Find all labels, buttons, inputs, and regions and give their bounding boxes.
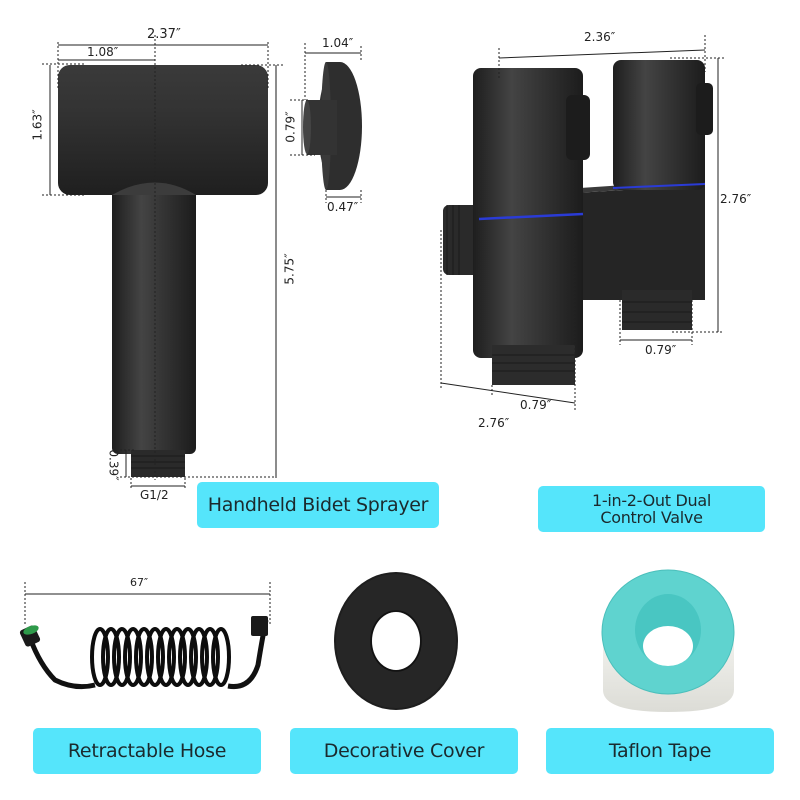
sprayer-thread-size-dim: G1/2 [140, 488, 169, 502]
valve-depth-dim: 2.76″ [478, 416, 510, 430]
sprayer-head-half-width-dim: 1.08″ [87, 45, 119, 59]
sprayer-total-width-dim: 2.37″ [147, 27, 181, 42]
hose-dimension-lines [24, 582, 271, 625]
tape-illustration [601, 569, 735, 712]
label-text: Handheld Bidet Sprayer [207, 494, 429, 516]
holder-stem-diameter-dim: 0.79″ [283, 111, 298, 143]
label-decorative-cover: Decorative Cover [290, 728, 518, 774]
hose-length-dim: 67″ [130, 576, 149, 589]
sprayer-thread-length-dim: 0.39″ [106, 449, 121, 481]
holder-dimension-lines [290, 43, 362, 203]
hose-illustration [19, 616, 269, 690]
label-text-line2: Control Valve [600, 508, 703, 527]
holder-illustration [303, 62, 362, 190]
valve-illustration [443, 60, 713, 385]
sprayer-head-height-dim: 1.63″ [30, 109, 45, 141]
valve-outlet-diameter-dim: 0.79″ [645, 343, 677, 357]
holder-diameter-dim: 1.04″ [322, 36, 354, 50]
sprayer-illustration [58, 65, 268, 477]
cover-illustration [334, 572, 458, 710]
label-taflon-tape: Taflon Tape [546, 728, 774, 774]
valve-dimension-lines [440, 35, 724, 410]
label-text: Decorative Cover [323, 740, 485, 762]
label-text: Taflon Tape [608, 740, 712, 762]
label-dual-control-valve: 1-in-2-Out Dual Control Valve [538, 486, 765, 532]
holder-depth-dim: 0.47″ [327, 200, 359, 214]
sprayer-total-length-dim: 5.75″ [282, 253, 297, 285]
sprayer-dimension-lines [42, 35, 285, 490]
label-handheld-bidet-sprayer: Handheld Bidet Sprayer [197, 482, 439, 528]
label-text-line1: 1-in-2-Out Dual [591, 491, 712, 510]
label-text: Retractable Hose [67, 740, 227, 762]
valve-height-dim: 2.76″ [720, 192, 752, 206]
valve-width-dim: 2.36″ [584, 30, 616, 44]
valve-inlet-diameter-dim: 0.79″ [520, 398, 552, 412]
label-retractable-hose: Retractable Hose [33, 728, 261, 774]
